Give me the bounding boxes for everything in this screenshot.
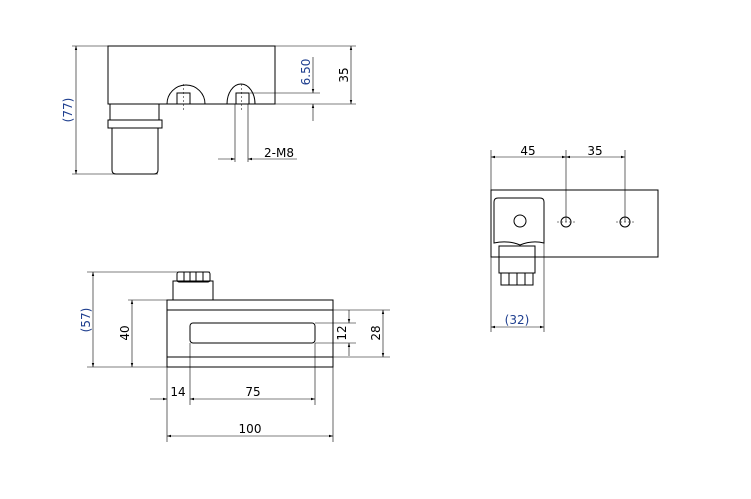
- top-view: (77) 35 6.50 2-M8: [61, 45, 356, 175]
- dim-thread-depth: 6.50: [299, 59, 313, 86]
- dim-connector-width: (32): [505, 313, 530, 327]
- dim-slot-offset: 14: [170, 385, 185, 399]
- top-body: [107, 45, 276, 105]
- side-body: [490, 189, 659, 258]
- connector-side: [493, 197, 545, 286]
- front-body: [166, 299, 334, 368]
- thread-callout: 2-M8: [264, 146, 294, 160]
- side-view: 45 35 (32): [490, 144, 659, 332]
- dim-body-length: 100: [239, 422, 262, 436]
- connector-top: [107, 103, 163, 175]
- front-view: (57) 40 12 28 14 75 100: [79, 271, 390, 442]
- dim-total-height: (57): [79, 308, 93, 333]
- threaded-hole-1: [166, 84, 206, 110]
- dim-body-height-front: 40: [118, 325, 132, 340]
- dim-body-height: 35: [337, 67, 351, 82]
- dim-hole-spacing: 35: [587, 144, 602, 158]
- dim-slot-length: 75: [245, 385, 260, 399]
- dim-hole1: 45: [520, 144, 535, 158]
- threaded-hole-2: [226, 83, 256, 162]
- connector-front: [172, 271, 214, 301]
- slot: [189, 322, 316, 344]
- dim-slot-height: 12: [335, 325, 349, 340]
- dim-groove-height: 28: [369, 325, 383, 340]
- dim-overall-height: (77): [61, 98, 75, 123]
